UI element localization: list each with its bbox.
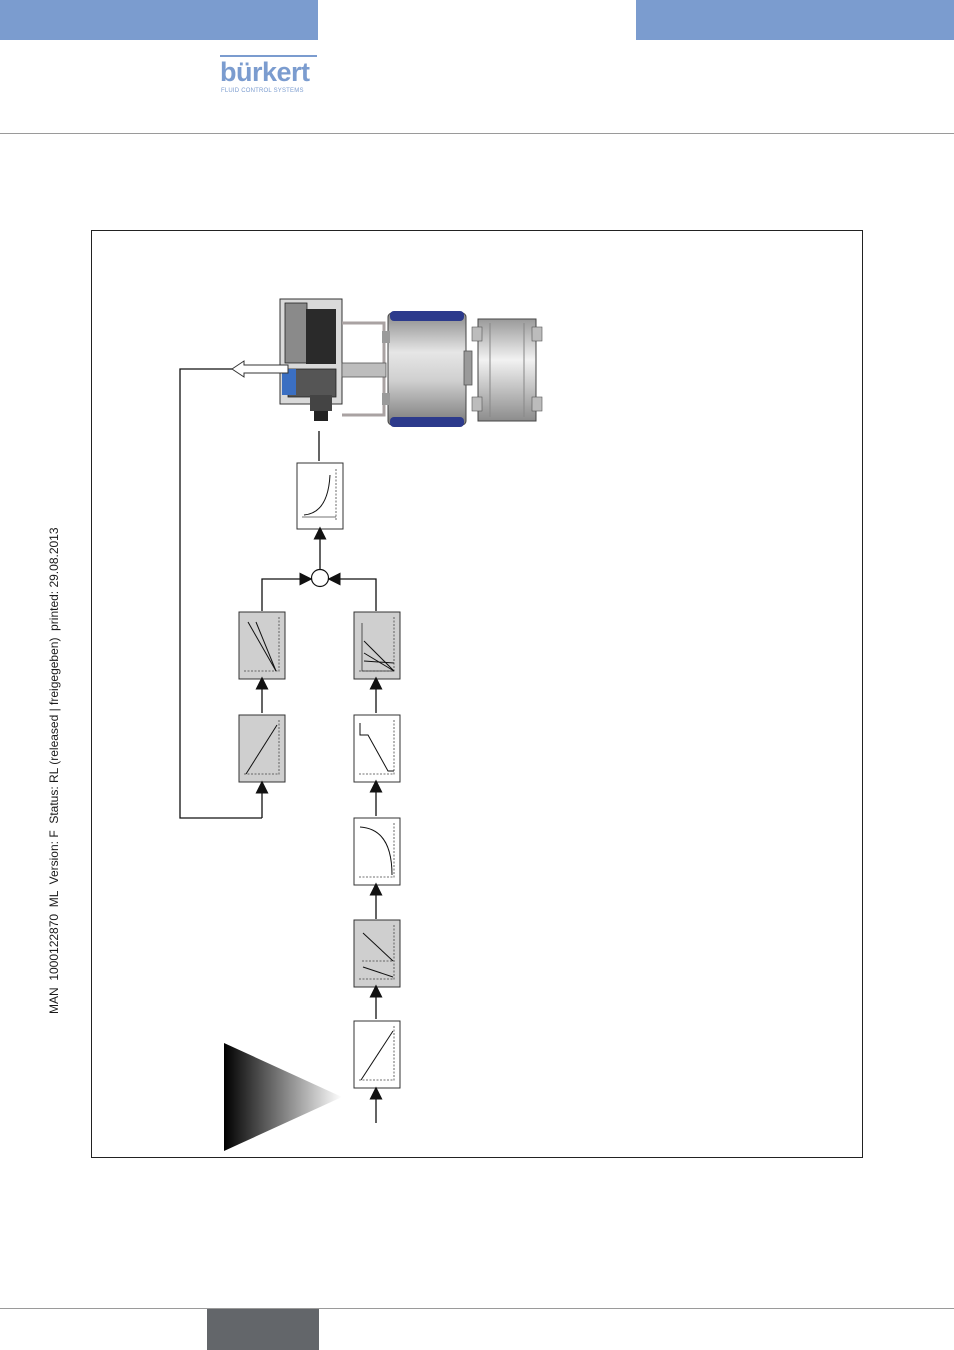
- logo-name: bürkert: [220, 58, 310, 86]
- block-left-gain: [239, 612, 285, 679]
- header-bar-left: [0, 0, 318, 40]
- arrow-right-to-sum: [334, 579, 376, 611]
- block-right-step: [354, 715, 400, 782]
- document-status-line: MAN 1000122870 ML Version: F Status: RL …: [47, 527, 61, 1014]
- block-right-limiter: [354, 612, 400, 679]
- header-divider: [0, 133, 954, 134]
- footer-page-tab: [207, 1309, 319, 1350]
- logo-tagline: FLUID CONTROL SYSTEMS: [221, 88, 304, 94]
- block-right-input-ramp: [354, 1021, 400, 1088]
- control-loop-svg: [92, 231, 864, 1159]
- setpoint-wedge-icon: [224, 1043, 342, 1151]
- block-right-curve: [354, 818, 400, 885]
- block-left-ramp: [239, 715, 285, 782]
- header-bar-right: [636, 0, 954, 40]
- control-loop-diagram: [91, 230, 863, 1158]
- arrow-left-to-sum: [262, 579, 306, 611]
- block-output-characteristic: [297, 463, 343, 529]
- block-right-dual: [354, 920, 400, 987]
- valve-actuator-image: [280, 299, 542, 427]
- burkert-logo: bürkert FLUID CONTROL SYSTEMS: [220, 58, 320, 98]
- footer-divider: [0, 1308, 954, 1309]
- summing-junction-icon: [312, 570, 329, 587]
